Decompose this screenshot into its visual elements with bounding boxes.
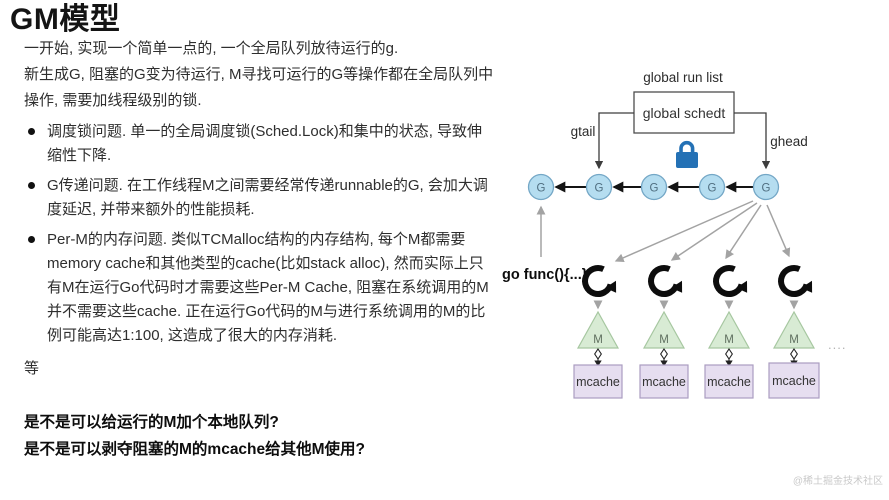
intro-line-1: 一开始, 实现一个简单一点的, 一个全局队列放待运行的g. <box>24 40 399 57</box>
svg-text:M: M <box>659 334 669 346</box>
watermark: @稀土掘金技术社区 <box>792 476 883 487</box>
m-node: M <box>642 310 686 349</box>
go-func-label: go func(){...} <box>502 267 588 283</box>
loop-to-m-arrows <box>593 300 799 310</box>
svg-text:mcache: mcache <box>576 375 620 389</box>
mcache-box: mcache <box>704 364 754 399</box>
m-node: M <box>707 310 751 349</box>
running-loop-icon <box>778 265 813 297</box>
mcache-box: mcache <box>768 362 820 399</box>
svg-text:G: G <box>650 183 659 195</box>
svg-text:G: G <box>762 183 771 195</box>
svg-text:G: G <box>537 183 546 195</box>
g-node: G <box>585 173 613 201</box>
mcache-box: mcache <box>639 364 689 399</box>
list-item: 调度锁问题. 单一的全局调度锁(Sched.Lock)和集中的状态, 导致伸缩性… <box>28 120 494 168</box>
diamond-arrow <box>790 348 798 367</box>
m-node: M <box>772 310 816 349</box>
ghead-label: ghead <box>770 134 808 149</box>
m-node: M <box>576 310 620 349</box>
global-run-list-label: global run list <box>643 70 723 85</box>
gtail-label: gtail <box>571 124 596 139</box>
diamond-arrow <box>660 348 668 367</box>
running-loop-icon <box>713 265 748 297</box>
g-node: G <box>640 173 668 201</box>
svg-text:G: G <box>595 183 604 195</box>
gm-scheduler-diagram: global run list global schedt gtail ghea… <box>502 70 846 399</box>
question-block: 是不是可以给运行的M加个本地队列? 是不是可以剥夺阻塞的M的mcache给其他M… <box>24 409 494 463</box>
ghead-arrow <box>734 112 771 170</box>
dispatch-arrow <box>614 200 754 263</box>
global-schedt-box <box>633 91 735 134</box>
intro-line-2: 新生成G, 阻塞的G变为待运行, M寻找可运行的G等操作都在全局队列中操作, 需… <box>24 66 494 109</box>
list-item: G传递问题. 在工作线程M之间需要经常传递runnable的G, 会加大调度延迟… <box>28 174 494 222</box>
m-to-mcache-links <box>594 348 798 367</box>
ellipsis-text: .... <box>828 337 846 352</box>
diamond-arrow <box>725 348 733 367</box>
svg-text:mcache: mcache <box>707 375 751 389</box>
svg-text:mcache: mcache <box>772 374 816 388</box>
running-loop-icon <box>648 265 683 297</box>
dispatch-arrow <box>670 202 758 261</box>
g-node: G <box>752 173 780 201</box>
svg-text:M: M <box>724 334 734 346</box>
dispatch-arrow <box>766 204 791 258</box>
g-node: G <box>698 173 726 201</box>
mcache-box: mcache <box>573 364 623 399</box>
global-schedt-label: global schedt <box>643 105 726 121</box>
dispatch-arrow <box>725 204 762 260</box>
page-title: GM模型 <box>10 3 121 36</box>
question-2: 是不是可以剥夺阻塞的M的mcache给其他M使用? <box>24 441 366 458</box>
body-text: 一开始, 实现一个简单一点的, 一个全局队列放待运行的g. 新生成G, 阻塞的G… <box>24 36 494 463</box>
gtail-arrow <box>594 112 634 170</box>
svg-text:G: G <box>708 183 717 195</box>
g-node: G <box>527 173 555 201</box>
lock-icon <box>676 140 698 168</box>
svg-text:mcache: mcache <box>642 375 686 389</box>
question-1: 是不是可以给运行的M加个本地队列? <box>24 414 279 431</box>
etc-text: 等 <box>24 360 40 377</box>
issue-list: 调度锁问题. 单一的全局调度锁(Sched.Lock)和集中的状态, 导致伸缩性… <box>24 120 494 348</box>
running-loop-icon <box>582 265 617 297</box>
dispatch-arrows <box>614 200 791 263</box>
svg-text:M: M <box>593 334 603 346</box>
list-item: Per-M的内存问题. 类似TCMalloc结构的内存结构, 每个M都需要mem… <box>28 228 494 348</box>
g-run-queue: G G G G G <box>527 173 780 201</box>
diamond-arrow <box>594 348 602 367</box>
svg-text:M: M <box>789 334 799 346</box>
